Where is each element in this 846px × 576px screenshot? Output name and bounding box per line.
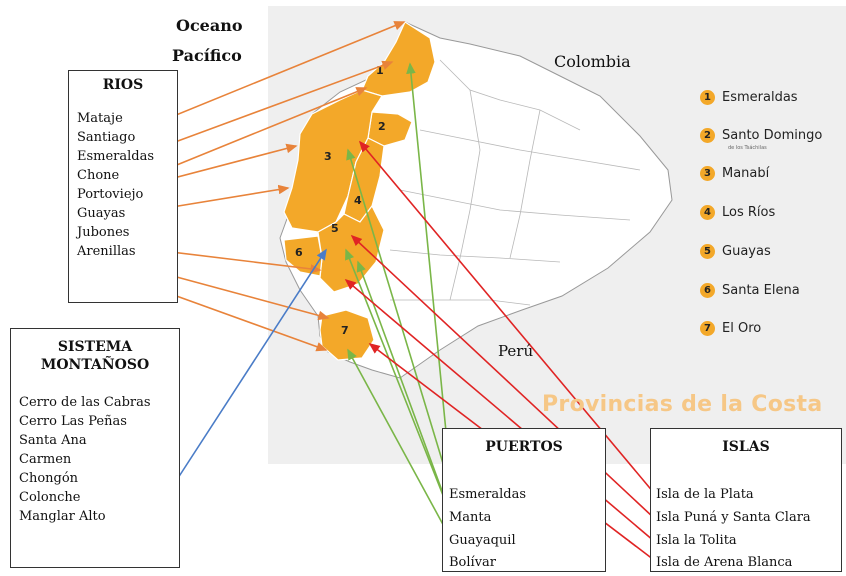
sistema-title-line2: MONTAÑOSO bbox=[40, 357, 150, 373]
rios-box: RIOS Mataje Santiago Esmeraldas Chone Po… bbox=[68, 70, 178, 303]
rios-item: Arenillas bbox=[77, 244, 136, 259]
province-number-4: 4 bbox=[354, 194, 362, 207]
banner-title: Provincias de la Costa bbox=[542, 392, 823, 417]
islas-item: Isla la Tolita bbox=[656, 533, 737, 548]
legend-santo-domingo-sub: de los Tsáchilas bbox=[728, 145, 767, 151]
province-el-oro bbox=[319, 309, 375, 361]
province-number-3: 3 bbox=[324, 150, 332, 163]
legend-item-guayas: 5 Guayas bbox=[700, 244, 771, 259]
province-number-2: 2 bbox=[378, 120, 386, 133]
sistema-item: Cerro Las Peñas bbox=[19, 414, 127, 429]
rios-item: Guayas bbox=[77, 206, 126, 221]
legend-item-los-rios: 4 Los Ríos bbox=[700, 205, 775, 220]
interior-borders bbox=[389, 59, 641, 306]
islas-item: Isla de la Plata bbox=[656, 487, 754, 502]
islas-item: Isla de Arena Blanca bbox=[656, 555, 793, 570]
ocean-label-line2: Pacífico bbox=[172, 46, 242, 65]
legend-item-el-oro: 7 El Oro bbox=[700, 321, 761, 336]
sistema-item: Santa Ana bbox=[19, 433, 87, 448]
legend-label: Manabí bbox=[722, 166, 770, 181]
legend-badge: 1 bbox=[700, 90, 715, 105]
puertos-title: PUERTOS bbox=[485, 439, 563, 455]
legend-badge: 3 bbox=[700, 166, 715, 181]
puertos-box: PUERTOS Esmeraldas Manta Guayaquil Bolív… bbox=[442, 428, 606, 572]
peru-label: Perú bbox=[498, 342, 534, 360]
sistema-item: Cerro de las Cabras bbox=[19, 395, 151, 410]
rios-item: Chone bbox=[77, 168, 120, 183]
province-number-7: 7 bbox=[341, 324, 349, 337]
legend-item-esmeraldas: 1 Esmeraldas bbox=[700, 90, 798, 105]
islas-item: Isla Puná y Santa Clara bbox=[656, 510, 811, 525]
legend-badge: 6 bbox=[700, 283, 715, 298]
puertos-connectors bbox=[345, 62, 453, 542]
legend-item-manabi: 3 Manabí bbox=[700, 166, 769, 181]
sistema-item: Manglar Alto bbox=[19, 509, 106, 524]
sistema-box: SISTEMA MONTAÑOSO Cerro de las Cabras Ce… bbox=[10, 328, 180, 568]
ocean-label-line1: Oceano bbox=[176, 16, 243, 35]
rios-item: Mataje bbox=[77, 111, 123, 126]
legend-badge: 7 bbox=[700, 321, 715, 336]
sistema-item: Carmen bbox=[19, 452, 72, 467]
legend-label: Guayas bbox=[722, 244, 771, 259]
sistema-item: Chongón bbox=[19, 471, 79, 486]
rios-item: Portoviejo bbox=[77, 187, 144, 202]
sistema-title-line1: SISTEMA bbox=[57, 339, 133, 355]
puertos-item: Esmeraldas bbox=[449, 487, 527, 502]
sistema-connector bbox=[177, 248, 327, 479]
puertos-item: Bolívar bbox=[449, 555, 497, 570]
legend-item-santa-elena: 6 Santa Elena bbox=[700, 283, 800, 298]
colombia-label: Colombia bbox=[554, 52, 631, 71]
legend-item-santo-domingo: 2 Santo Domingo bbox=[700, 128, 822, 143]
puertos-item: Guayaquil bbox=[449, 533, 516, 548]
sistema-item: Colonche bbox=[19, 490, 81, 505]
islas-title: ISLAS bbox=[722, 439, 770, 455]
legend-badge: 4 bbox=[700, 205, 715, 220]
rios-title: RIOS bbox=[102, 77, 144, 93]
rios-item: Jubones bbox=[77, 225, 130, 240]
legend-label: Esmeraldas bbox=[722, 90, 798, 105]
province-number-6: 6 bbox=[295, 246, 303, 259]
province-number-1: 1 bbox=[376, 64, 384, 77]
legend-label: Santo Domingo bbox=[722, 128, 823, 143]
legend-label: Santa Elena bbox=[722, 283, 800, 298]
islas-box: ISLAS Isla de la Plata Isla Puná y Santa… bbox=[650, 428, 842, 572]
legend-badge: 2 bbox=[700, 128, 715, 143]
puertos-item: Manta bbox=[449, 510, 492, 525]
rios-item: Santiago bbox=[77, 130, 136, 145]
province-manabi bbox=[283, 89, 383, 233]
legend-label: El Oro bbox=[722, 321, 762, 336]
rios-item: Esmeraldas bbox=[77, 149, 155, 164]
legend-badge: 5 bbox=[700, 244, 715, 259]
legend-label: Los Ríos bbox=[722, 205, 776, 220]
province-number-5: 5 bbox=[331, 222, 339, 235]
